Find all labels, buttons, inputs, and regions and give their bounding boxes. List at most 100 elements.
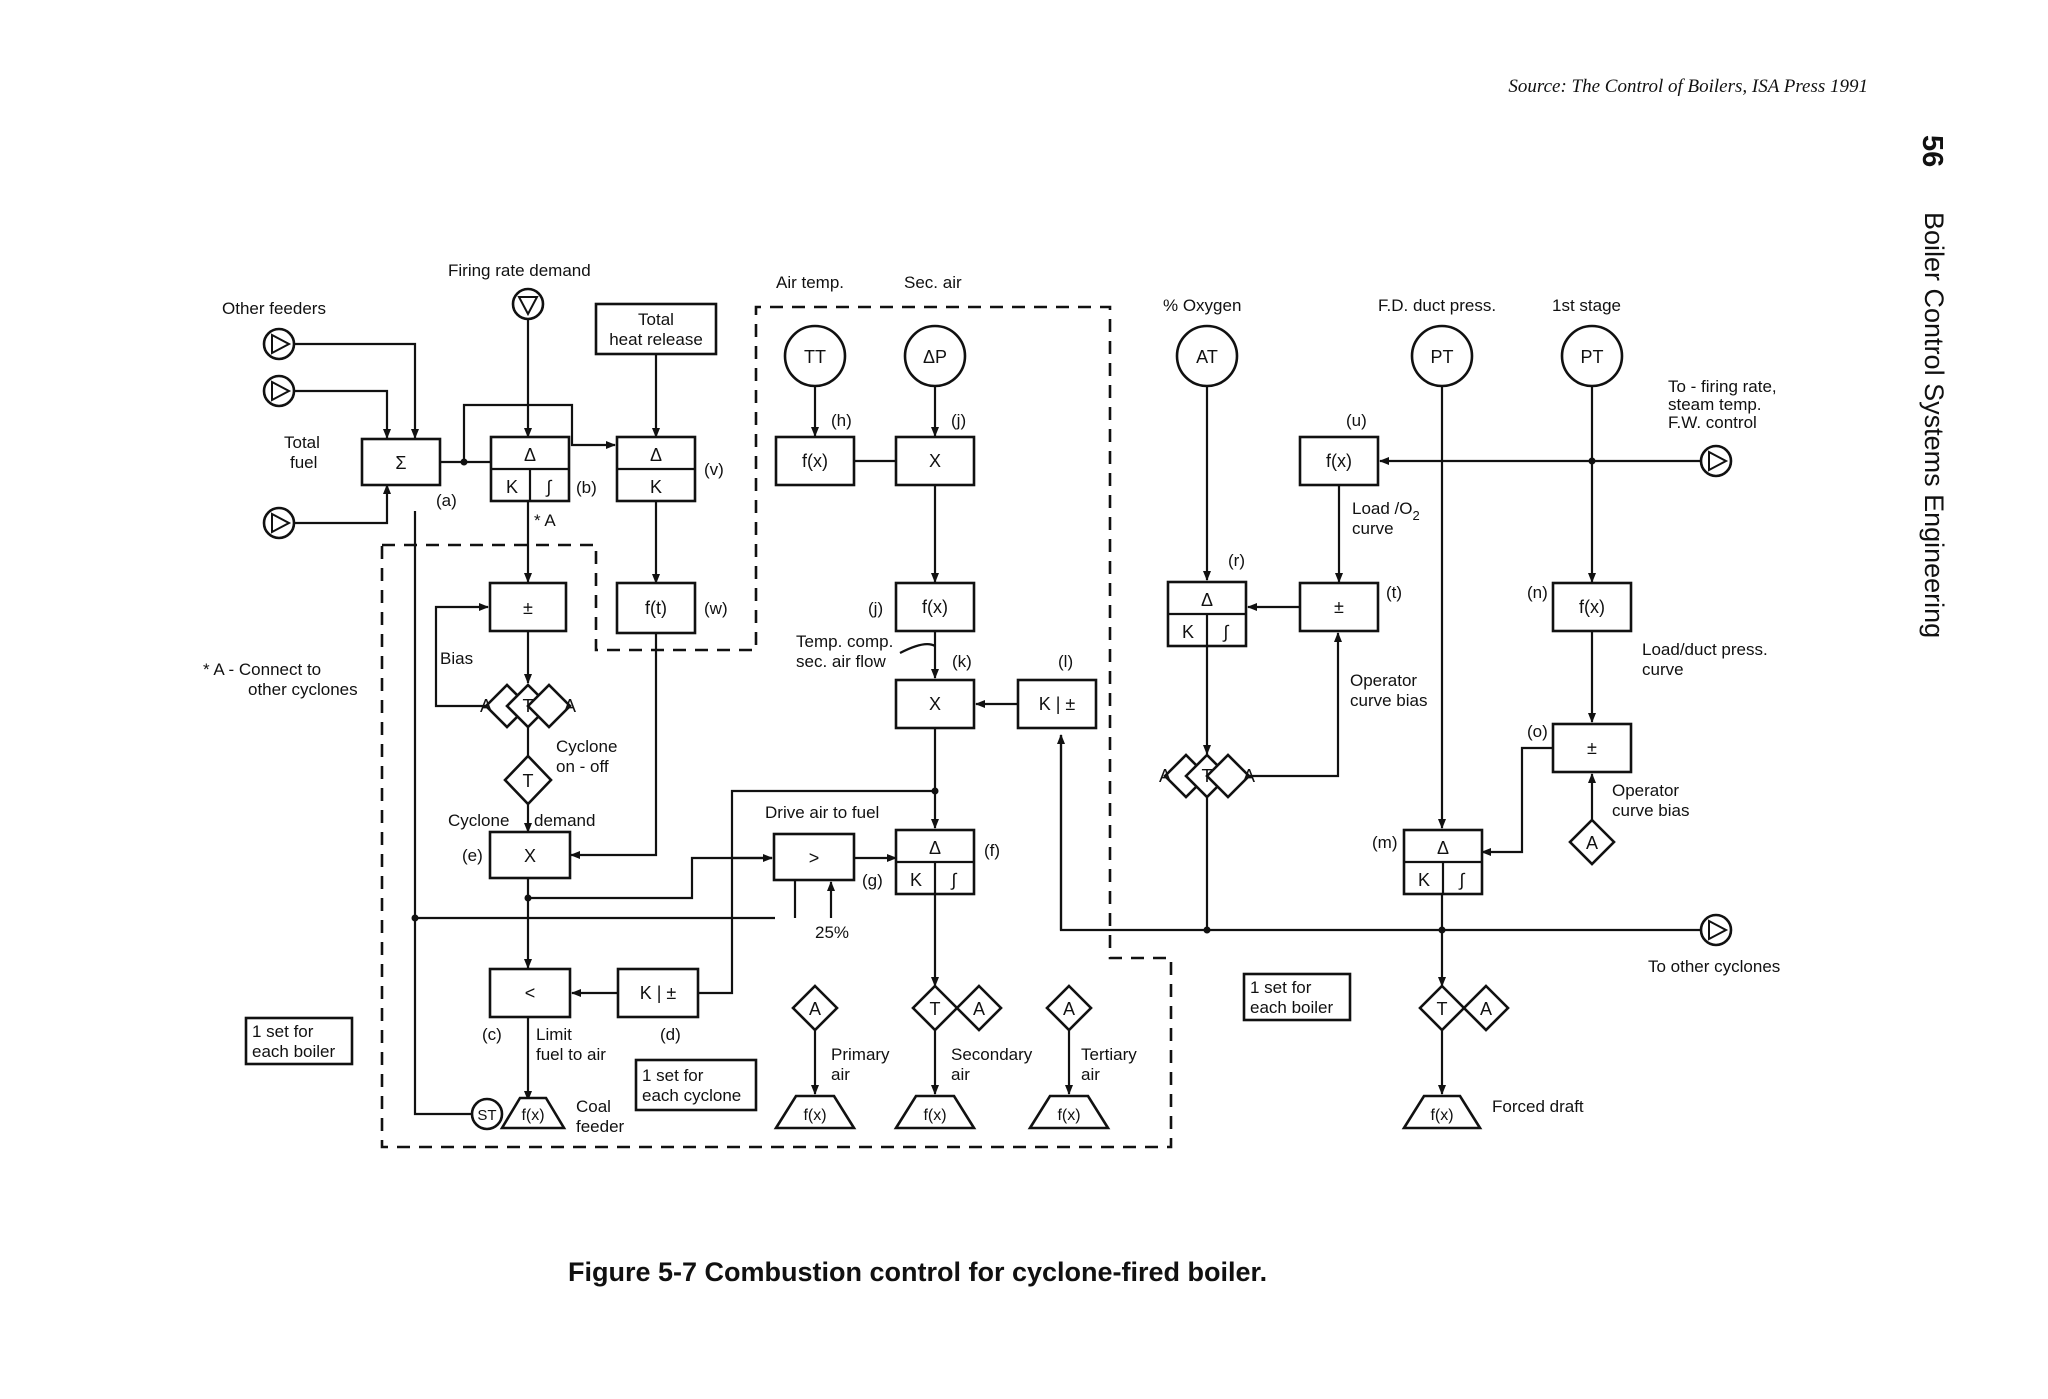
k-symbol: K [650, 477, 662, 497]
label-firing-rate-demand: Firing rate demand [448, 261, 591, 280]
delta-symbol: Δ [524, 445, 536, 465]
tag-e: (e) [462, 846, 483, 865]
label-primary-2: air [831, 1065, 850, 1084]
summer-block-a [360, 437, 442, 487]
secondary-air-damper-drive [893, 1094, 977, 1130]
label-secondary-2: air [951, 1065, 970, 1084]
t-symbol: T [523, 696, 534, 716]
note-set-each-cyclone [634, 1058, 758, 1112]
pt-symbol: PT [1430, 347, 1453, 367]
label-primary-1: Primary [831, 1045, 890, 1064]
k-symbol: K [1182, 622, 1194, 642]
label-to-firing-3: F.W. control [1668, 413, 1757, 432]
label-total-fuel-1: Total [284, 433, 320, 452]
integral-symbol: ∫ [950, 870, 958, 890]
label-temp-comp-2: sec. air flow [796, 652, 886, 671]
label-set-cyclone-2: each cyclone [642, 1086, 741, 1105]
tag-r: (r) [1228, 551, 1245, 570]
plusminus-symbol: ± [523, 598, 533, 618]
label-bias: Bias [440, 649, 473, 668]
label-secondary-1: Secondary [951, 1045, 1033, 1064]
tag-g: (g) [862, 871, 883, 890]
delta-symbol: Δ [929, 838, 941, 858]
label-cyclone-demand-2: demand [534, 811, 595, 830]
label-cyclone-demand-1: Cyclone [448, 811, 509, 830]
tag-k: (k) [952, 652, 972, 671]
label-coal-2: feeder [576, 1117, 625, 1136]
a-symbol: A [1586, 833, 1598, 853]
k-symbol: K [1418, 870, 1430, 890]
dashed-boundary-cyclone-set [380, 305, 1173, 1149]
label-to-other-cyclones: To other cyclones [1648, 957, 1780, 976]
label-drive-air-to-fuel: Drive air to fuel [765, 803, 879, 822]
firing-rate-transmitter [511, 287, 545, 321]
a-symbol: A [480, 696, 492, 716]
tt-symbol: TT [804, 347, 826, 367]
speed-transmitter-st [470, 1097, 504, 1131]
chapter-title: Boiler Control Systems Engineering [1919, 212, 1949, 638]
multiplier-block-j [894, 435, 976, 487]
k-plusminus-symbol: K | ± [1039, 694, 1076, 714]
label-load-duct-1: Load/duct press. [1642, 640, 1768, 659]
plusminus-symbol: ± [1587, 738, 1597, 758]
k-plusminus-symbol: K | ± [640, 983, 677, 1003]
tag-a: (a) [436, 491, 457, 510]
page-number: 56 [1916, 135, 1948, 167]
label-total-heat-release-2: heat release [609, 330, 703, 349]
a-symbol: A [1480, 999, 1492, 1019]
integral-symbol: ∫ [1222, 622, 1230, 642]
label-connect-1: * A - Connect to [203, 660, 321, 679]
fx-symbol: f(x) [1430, 1107, 1453, 1124]
total-heat-release-box [594, 302, 718, 356]
fx-symbol: f(x) [923, 1107, 946, 1124]
times-symbol: X [524, 846, 536, 866]
operator-bias-station [1568, 818, 1616, 866]
auto-manual-station-forced-draft: T A [1418, 984, 1510, 1032]
label-first-stage: 1st stage [1552, 296, 1621, 315]
tag-j-2: (j) [868, 599, 883, 618]
fx-symbol: f(x) [803, 1107, 826, 1124]
label-tertiary-2: air [1081, 1065, 1100, 1084]
plusminus-symbol: ± [1334, 597, 1344, 617]
label-fd-duct-press: F.D. duct press. [1378, 296, 1496, 315]
a-symbol: A [973, 999, 985, 1019]
label-operator-bias-1: Operator [1350, 671, 1417, 690]
label-cyclone-onoff-2: on - off [556, 757, 609, 776]
k-symbol: K [910, 870, 922, 890]
tag-l: (l) [1058, 652, 1073, 671]
at-symbol: AT [1196, 347, 1218, 367]
label-operator-bias-n-1: Operator [1612, 781, 1679, 800]
k-symbol: K [506, 477, 518, 497]
coal-feeder-drive [499, 1096, 567, 1130]
figure-caption: Figure 5-7 Combustion control for cyclon… [568, 1257, 1267, 1287]
tag-m: (m) [1372, 833, 1397, 852]
tag-h: (h) [831, 411, 852, 430]
gain-bias-block-l [1016, 678, 1098, 730]
sigma-symbol: Σ [395, 453, 406, 473]
multiplier-block-e [488, 830, 572, 880]
function-block-n [1551, 581, 1633, 633]
auto-manual-station-oxygen: A T A [1159, 753, 1255, 799]
output-transmitter-firing-rate [1699, 444, 1733, 478]
tag-u: (u) [1346, 411, 1367, 430]
times-symbol: X [929, 694, 941, 714]
t-symbol: T [523, 771, 534, 791]
tag-f: (f) [984, 841, 1000, 860]
label-set-cyclone-1: 1 set for [642, 1066, 704, 1085]
primary-air-damper-drive [773, 1094, 857, 1130]
label-set-boiler-right-1: 1 set for [1250, 978, 1312, 997]
a-symbol: A [1063, 999, 1075, 1019]
a-symbol: A [1159, 766, 1171, 786]
tag-c: (c) [482, 1025, 502, 1044]
tag-d: (d) [660, 1025, 681, 1044]
greater-symbol: > [809, 848, 820, 868]
ft-symbol: f(t) [645, 598, 667, 618]
fx-symbol: f(x) [1057, 1107, 1080, 1124]
label-25-percent: 25% [815, 923, 849, 942]
label-operator-bias-2: curve bias [1350, 691, 1427, 710]
delta-symbol: Δ [650, 445, 662, 465]
fx-symbol: f(x) [802, 451, 828, 471]
source-citation: Source: The Control of Boilers, ISA Pres… [1508, 76, 1868, 97]
